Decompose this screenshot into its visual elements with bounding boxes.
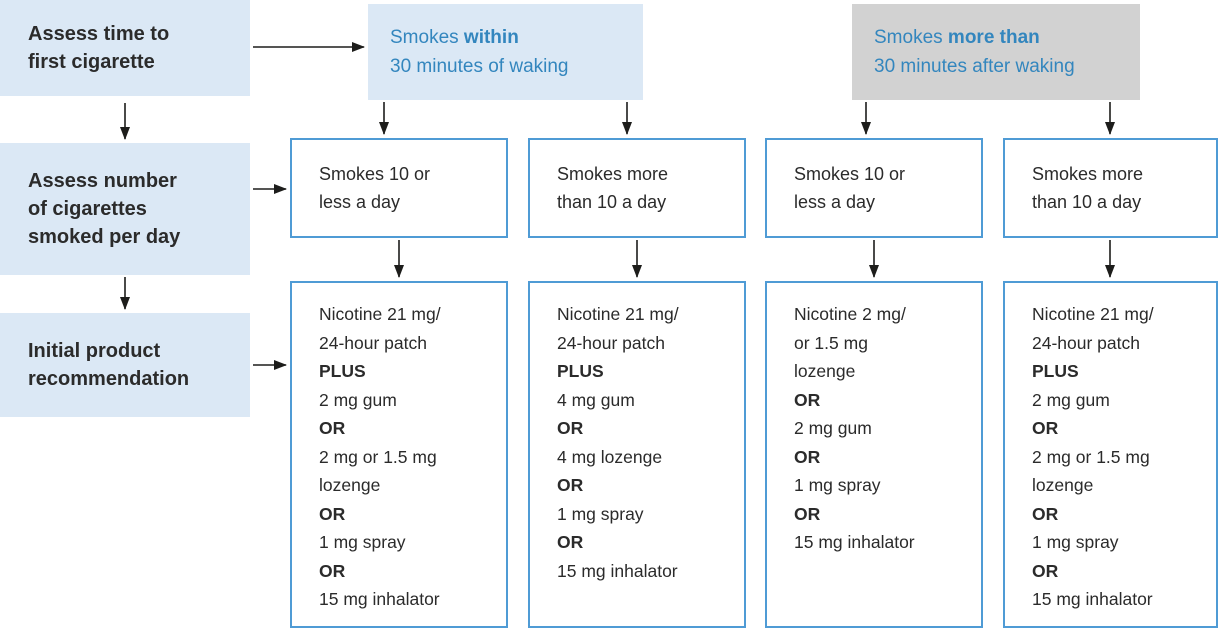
step-box-assess-time: Assess time to first cigarette: [0, 0, 250, 96]
freq-box-3-ten-or-less: Smokes 10 or less a day: [765, 138, 983, 238]
step-box-assess-number: Assess number of cigarettes smoked per d…: [0, 143, 250, 275]
step-box-initial-product: Initial product recommendation: [0, 313, 250, 417]
freq-box-2-more-than-ten: Smokes more than 10 a day: [528, 138, 746, 238]
freq-box-1-ten-or-less: Smokes 10 or less a day: [290, 138, 508, 238]
freq-box-4-more-than-ten: Smokes more than 10 a day: [1003, 138, 1218, 238]
